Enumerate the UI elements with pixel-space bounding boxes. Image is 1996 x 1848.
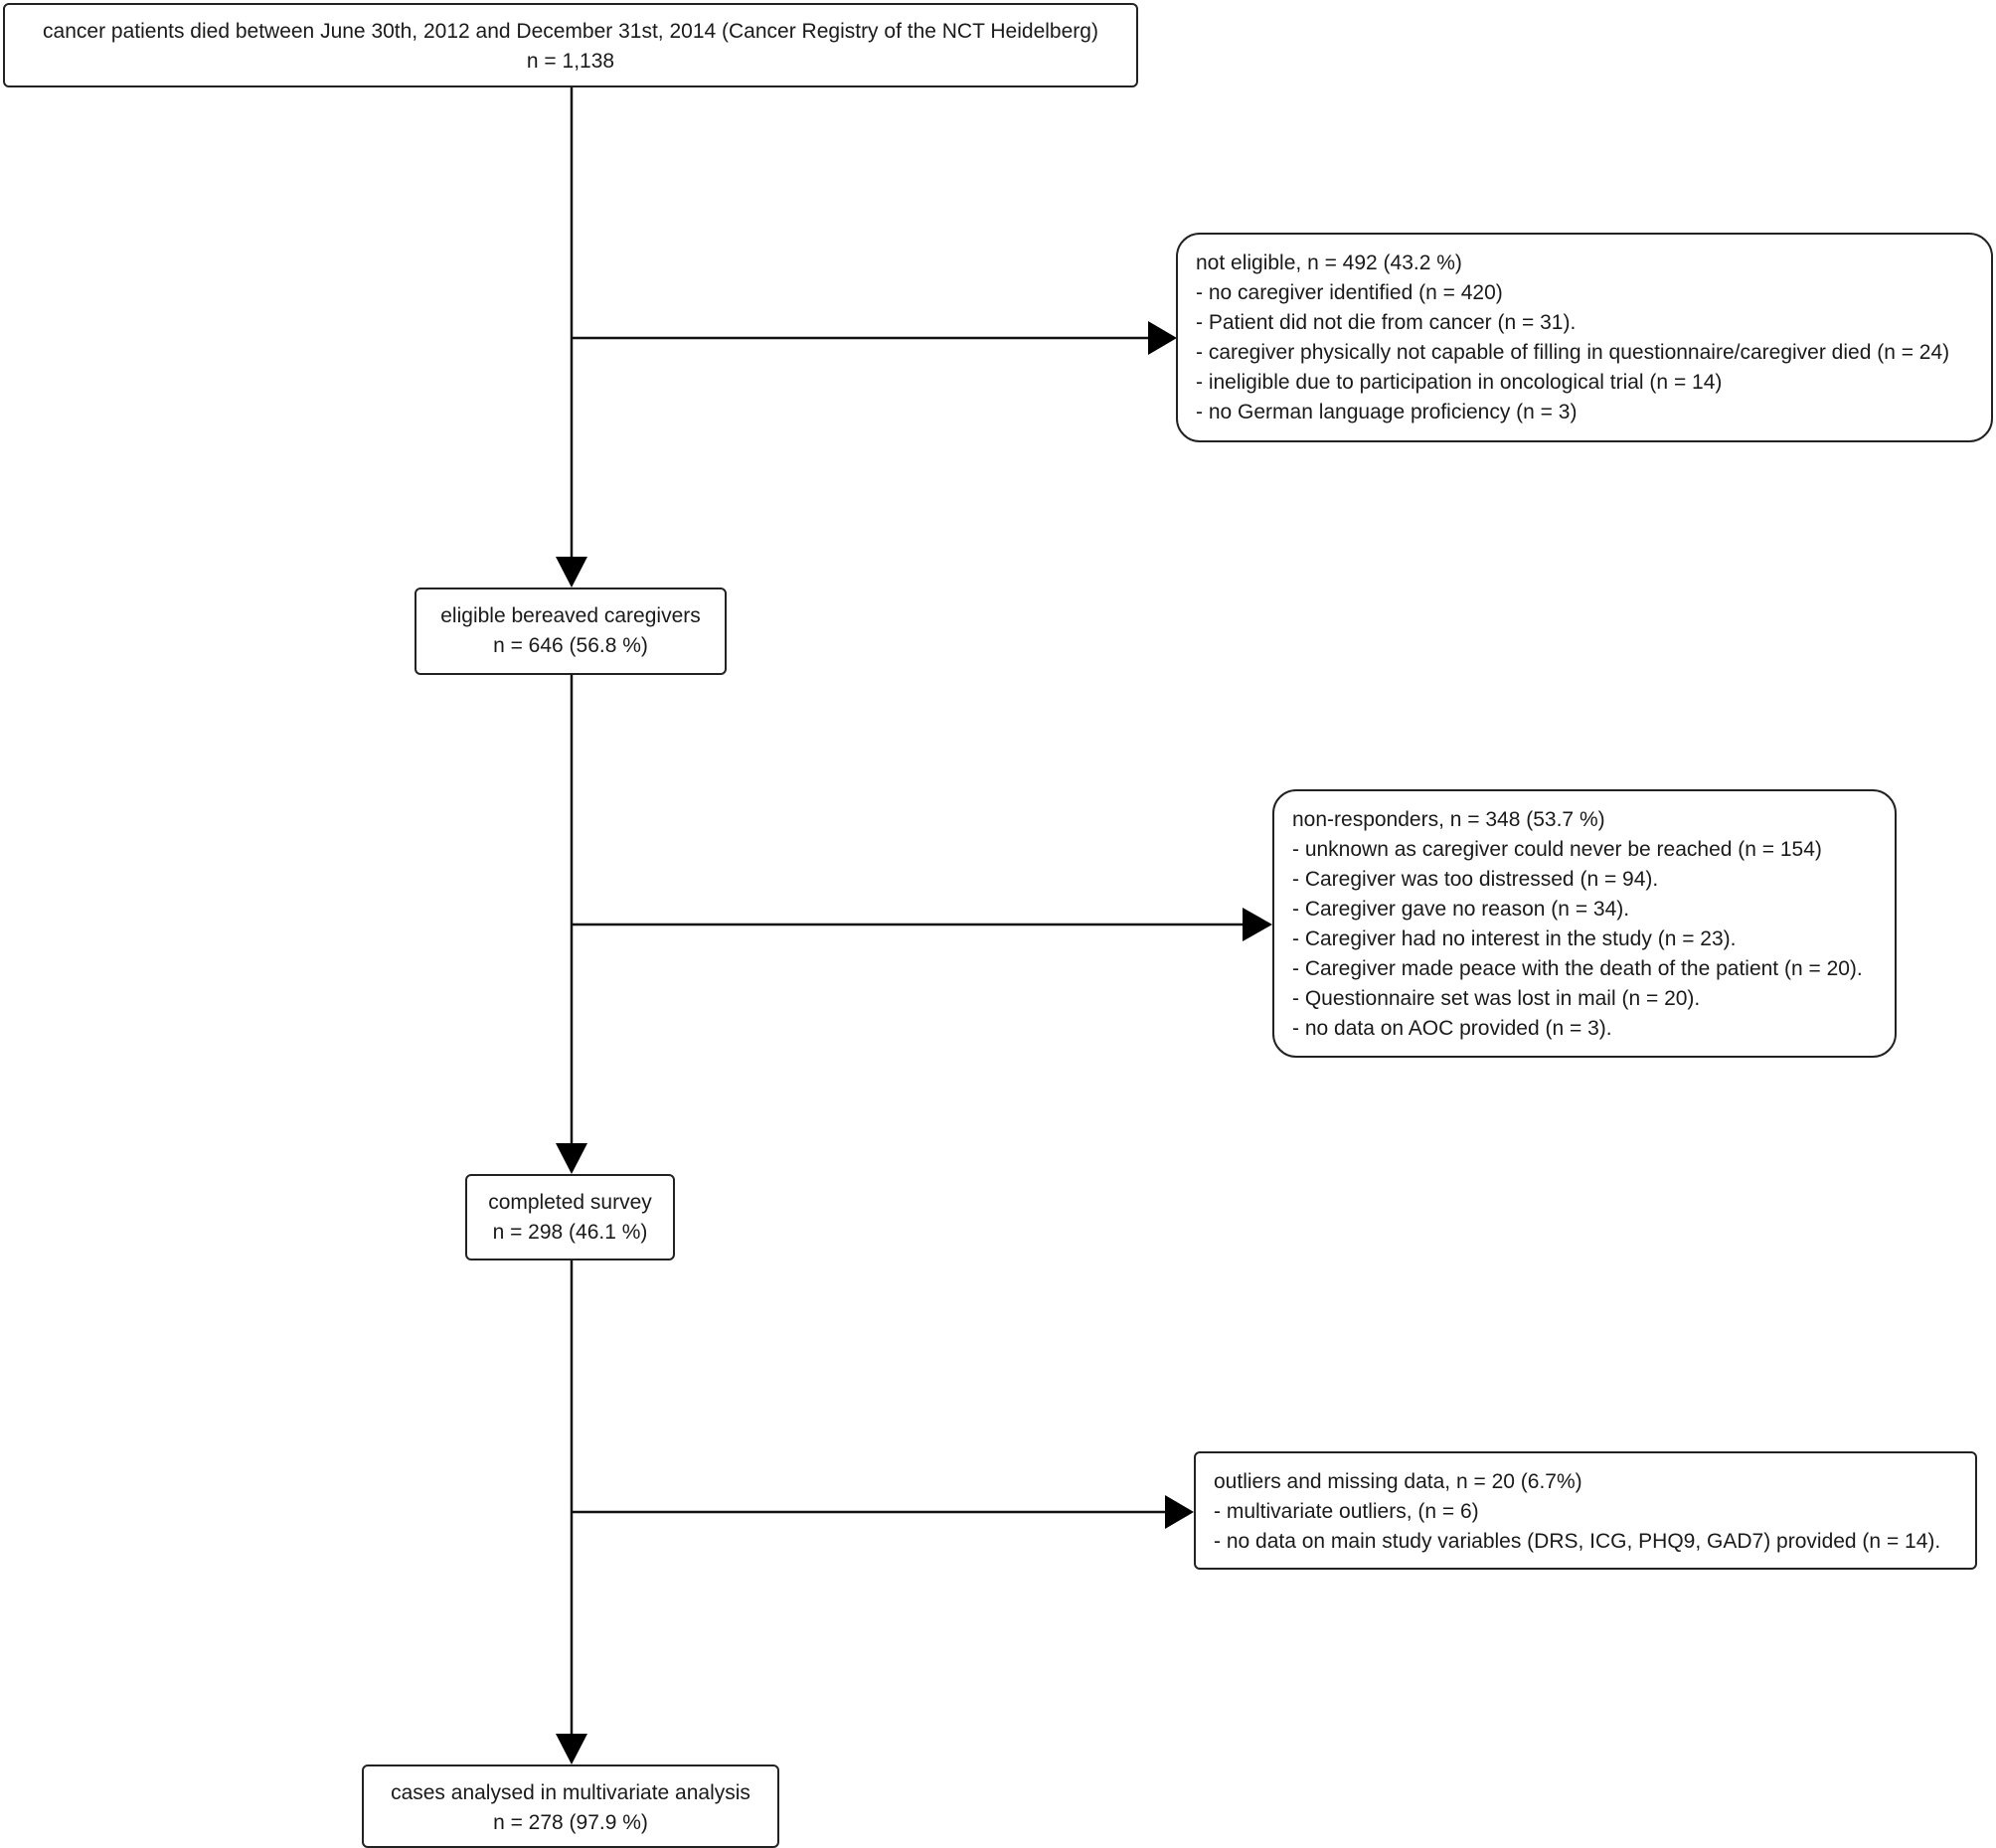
arrow-down-analysed-icon bbox=[556, 1734, 587, 1764]
list-item: - no caregiver identified (n = 420) bbox=[1196, 281, 1503, 304]
analysed-box: cases analysed in multivariate analysis … bbox=[362, 1764, 779, 1848]
eligible-count: n = 646 (56.8 %) bbox=[493, 634, 648, 657]
arrow-right-outliers-icon bbox=[1165, 1495, 1194, 1529]
list-item: - Caregiver had no interest in the study… bbox=[1292, 927, 1737, 950]
eligible-box: eligible bereaved caregivers n = 646 (56… bbox=[415, 588, 727, 675]
list-item: - Patient did not die from cancer (n = 3… bbox=[1196, 311, 1577, 334]
analysed-count: n = 278 (97.9 %) bbox=[493, 1811, 648, 1834]
not-eligible-box: not eligible, n = 492 (43.2 %) - no care… bbox=[1176, 233, 1993, 442]
arrow-right-non-responders-icon bbox=[1243, 908, 1272, 941]
population-count: n = 1,138 bbox=[526, 50, 615, 73]
not-eligible-header: not eligible, n = 492 (43.2 %) bbox=[1196, 252, 1462, 274]
population-box: cancer patients died between June 30th, … bbox=[3, 3, 1138, 87]
completed-box: completed survey n = 298 (46.1 %) bbox=[465, 1174, 675, 1260]
list-item: - caregiver physically not capable of fi… bbox=[1196, 341, 1950, 364]
list-item: - no data on AOC provided (n = 3). bbox=[1292, 1017, 1612, 1040]
completed-title: completed survey bbox=[488, 1191, 652, 1214]
outliers-box: outliers and missing data, n = 20 (6.7%)… bbox=[1194, 1451, 1977, 1570]
list-item: - Caregiver made peace with the death of… bbox=[1292, 957, 1863, 980]
list-item: - no data on main study variables (DRS, … bbox=[1214, 1530, 1941, 1553]
list-item: - ineligible due to participation in onc… bbox=[1196, 371, 1723, 394]
list-item: - Caregiver was too distressed (n = 94). bbox=[1292, 868, 1659, 891]
list-item: - unknown as caregiver could never be re… bbox=[1292, 838, 1822, 861]
list-item: - Questionnaire set was lost in mail (n … bbox=[1292, 987, 1701, 1010]
population-title: cancer patients died between June 30th, … bbox=[43, 20, 1098, 43]
list-item: - no German language proficiency (n = 3) bbox=[1196, 401, 1578, 423]
non-responders-box: non-responders, n = 348 (53.7 %) - unkno… bbox=[1272, 789, 1897, 1058]
analysed-title: cases analysed in multivariate analysis bbox=[391, 1781, 750, 1804]
eligible-title: eligible bereaved caregivers bbox=[440, 604, 701, 627]
list-item: - Caregiver gave no reason (n = 34). bbox=[1292, 898, 1630, 921]
arrow-right-not-eligible-icon bbox=[1148, 321, 1177, 355]
arrow-down-completed-icon bbox=[556, 1143, 587, 1174]
list-item: - multivariate outliers, (n = 6) bbox=[1214, 1500, 1479, 1523]
outliers-header: outliers and missing data, n = 20 (6.7%) bbox=[1214, 1470, 1582, 1493]
arrow-down-eligible-icon bbox=[556, 557, 587, 588]
non-responders-header: non-responders, n = 348 (53.7 %) bbox=[1292, 808, 1605, 831]
completed-count: n = 298 (46.1 %) bbox=[492, 1221, 648, 1244]
